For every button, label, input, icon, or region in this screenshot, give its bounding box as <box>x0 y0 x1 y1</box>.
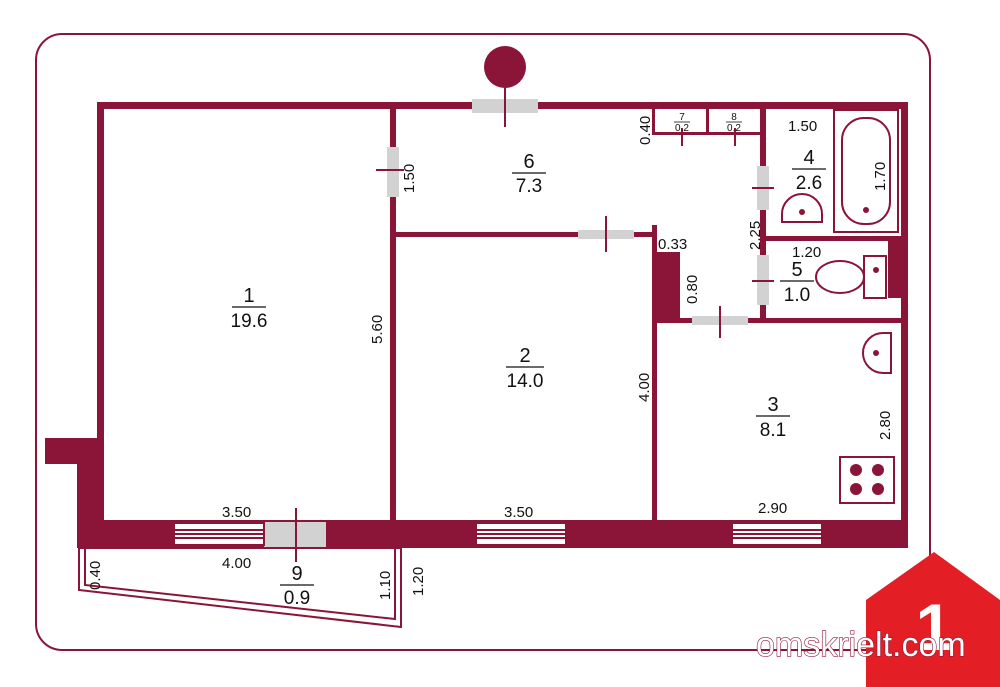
door-room1 <box>387 147 399 197</box>
room-5-label: 5 1.0 <box>780 259 814 306</box>
room-6-label: 6 7.3 <box>512 151 546 197</box>
door-marks <box>295 92 774 562</box>
windows <box>173 522 823 546</box>
dim-wall-offset: 0.33 <box>658 236 687 253</box>
interior-walls <box>390 105 905 525</box>
entrance-marker <box>484 46 526 88</box>
washbasin-icon <box>781 193 823 223</box>
room-9-label: 9 0.9 <box>280 563 314 609</box>
dim-closets-depth: 0.40 <box>637 116 654 145</box>
room-2-label: 2 14.0 <box>506 345 544 392</box>
window-room2 <box>475 522 567 546</box>
openings <box>264 99 769 547</box>
svg-text:8: 8 <box>731 112 737 123</box>
room-7-label: 7 0.2 <box>674 112 690 134</box>
svg-text:2: 2 <box>519 345 530 367</box>
svg-text:1: 1 <box>916 590 953 664</box>
svg-text:14.0: 14.0 <box>507 371 544 392</box>
room-3-label: 3 8.1 <box>756 394 790 441</box>
dim-bathtub-length: 1.70 <box>872 162 889 191</box>
dim-balcony-side-left: 1.10 <box>377 571 394 600</box>
toilet-icon <box>815 255 887 299</box>
dim-room1-height: 5.60 <box>369 315 386 344</box>
dim-room2-height: 4.00 <box>636 373 653 402</box>
plan-frame <box>35 33 931 651</box>
dim-room1-width: 3.50 <box>222 504 251 521</box>
bathtub-drain <box>863 207 869 213</box>
svg-text:1.0: 1.0 <box>784 285 810 306</box>
dim-wall-length: 0.80 <box>684 275 701 304</box>
svg-text:8.1: 8.1 <box>760 420 786 441</box>
window-room3 <box>731 522 823 546</box>
svg-text:7.3: 7.3 <box>516 176 542 197</box>
dim-room3-width: 2.90 <box>758 500 787 517</box>
svg-text:0.9: 0.9 <box>284 588 310 609</box>
dim-room2-width: 3.50 <box>504 504 533 521</box>
svg-text:1: 1 <box>243 285 254 307</box>
window-room1 <box>173 522 265 546</box>
svg-text:9: 9 <box>291 563 302 585</box>
room-8-label: 8 0.2 <box>726 112 742 134</box>
balcony <box>78 547 402 629</box>
svg-text:0.2: 0.2 <box>675 123 689 134</box>
dim-room4-height: 2.25 <box>747 221 764 250</box>
stove-icon <box>839 456 895 504</box>
dim-room4-width: 1.50 <box>788 118 817 135</box>
svg-text:7: 7 <box>679 112 685 123</box>
site-watermark: omskrielt.com <box>756 626 966 664</box>
room-1-label: 1 19.6 <box>231 285 268 332</box>
svg-text:4: 4 <box>803 147 814 169</box>
house-logo: 1 <box>866 552 1000 687</box>
svg-text:6: 6 <box>523 151 534 173</box>
dim-room3-height: 2.80 <box>877 411 894 440</box>
room-4-label: 4 2.6 <box>792 147 826 194</box>
svg-text:0.2: 0.2 <box>727 123 741 134</box>
svg-text:5: 5 <box>791 259 802 281</box>
dim-room5-width: 1.20 <box>792 244 821 261</box>
dim-balcony-side-right: 1.20 <box>410 567 427 596</box>
bathtub-icon <box>833 109 899 233</box>
dim-balcony-depth: 0.40 <box>87 561 104 590</box>
svg-text:19.6: 19.6 <box>231 311 268 332</box>
dim-room1-passage: 1.50 <box>401 164 418 193</box>
dim-balcony-width: 4.00 <box>222 555 251 572</box>
sink-icon <box>862 332 892 374</box>
exterior-walls <box>45 102 908 548</box>
svg-text:2.6: 2.6 <box>796 173 822 194</box>
svg-text:3: 3 <box>767 394 778 416</box>
